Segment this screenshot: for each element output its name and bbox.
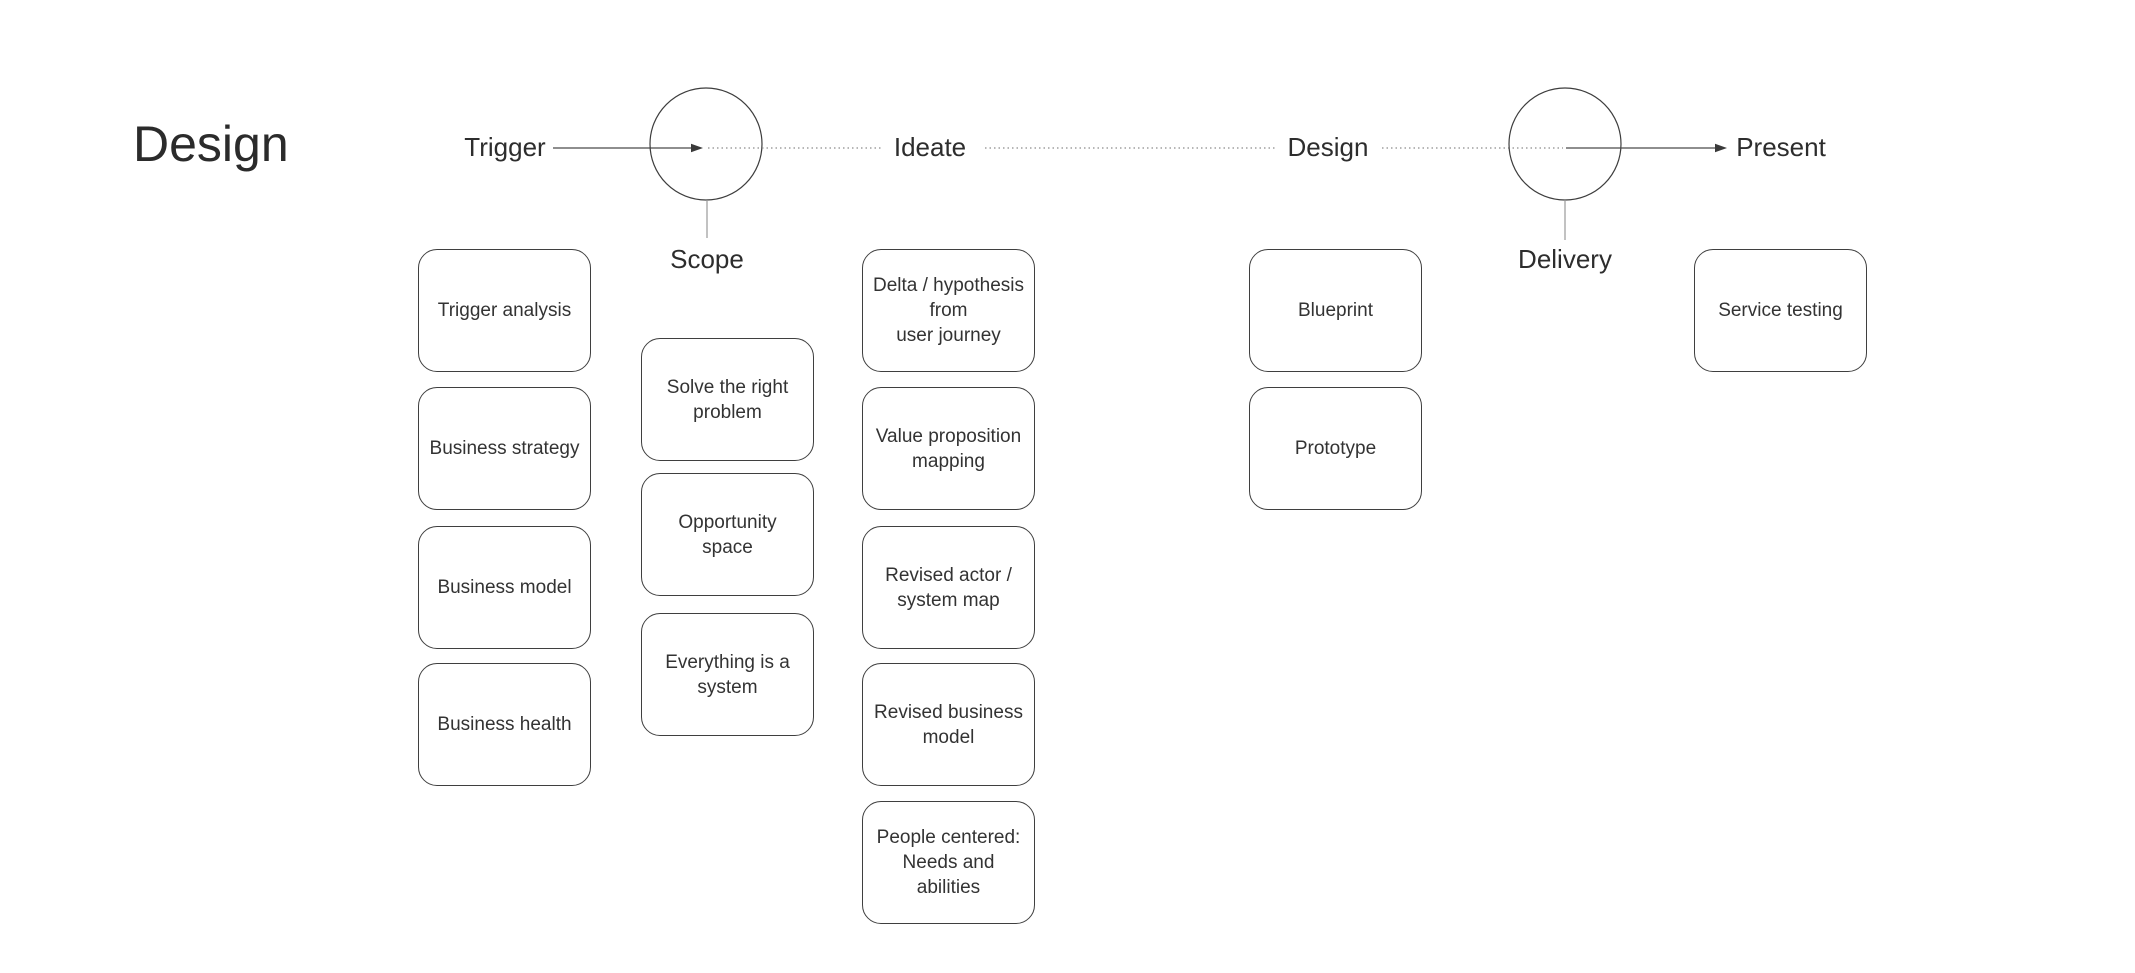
- node-everything-is-a-system[interactable]: Everything is a system: [641, 613, 814, 736]
- milestone-circle-delivery[interactable]: [1508, 87, 1622, 201]
- node-label: People centered: Needs and abilities: [876, 827, 1021, 898]
- node-value-proposition-mapping[interactable]: Value proposition mapping: [862, 387, 1035, 510]
- node-label: Business health: [437, 714, 572, 735]
- node-label: Service testing: [1718, 300, 1843, 321]
- node-label: Prototype: [1294, 438, 1377, 459]
- phase-label-trigger: Trigger: [464, 132, 546, 162]
- node-label: Revised actor / system map: [885, 564, 1012, 611]
- node-people-centered-needs-abilities[interactable]: People centered: Needs and abilities: [862, 801, 1035, 924]
- node-label: Trigger analysis: [437, 300, 572, 321]
- node-business-strategy[interactable]: Business strategy: [418, 387, 591, 510]
- milestone-label-delivery: Delivery: [1518, 244, 1612, 274]
- node-delta-hypothesis-user-journey[interactable]: Delta / hypothesis from user journey: [862, 249, 1035, 372]
- phase-label-design: Design: [1287, 132, 1369, 162]
- node-label: Solve the right problem: [666, 376, 789, 423]
- node-prototype[interactable]: Prototype: [1249, 387, 1422, 510]
- node-label: Business model: [437, 577, 572, 598]
- phase-label-present: Present: [1736, 132, 1826, 162]
- node-business-model[interactable]: Business model: [418, 526, 591, 649]
- arrowhead-icon: [1715, 143, 1727, 153]
- node-label: Business strategy: [429, 438, 580, 459]
- phase-label-ideate: Ideate: [893, 132, 967, 162]
- node-business-health[interactable]: Business health: [418, 663, 591, 786]
- node-revised-business-model[interactable]: Revised business model: [862, 663, 1035, 786]
- node-label: Delta / hypothesis from user journey: [872, 275, 1025, 346]
- milestone-circle-scope[interactable]: [649, 87, 763, 201]
- milestone-label-scope: Scope: [670, 244, 744, 274]
- node-label: Revised business model: [874, 701, 1023, 748]
- node-label: Opportunity space: [678, 511, 777, 558]
- node-solve-the-right-problem[interactable]: Solve the right problem: [641, 338, 814, 461]
- node-service-testing[interactable]: Service testing: [1694, 249, 1867, 372]
- page-title: Design: [133, 116, 289, 172]
- node-label: Value proposition mapping: [875, 425, 1022, 472]
- node-opportunity-space[interactable]: Opportunity space: [641, 473, 814, 596]
- node-label: Everything is a system: [665, 651, 790, 698]
- node-trigger-analysis[interactable]: Trigger analysis: [418, 249, 591, 372]
- arrowhead-icon: [691, 143, 703, 153]
- node-label: Blueprint: [1298, 300, 1373, 321]
- node-blueprint[interactable]: Blueprint: [1249, 249, 1422, 372]
- node-revised-actor-system-map[interactable]: Revised actor / system map: [862, 526, 1035, 649]
